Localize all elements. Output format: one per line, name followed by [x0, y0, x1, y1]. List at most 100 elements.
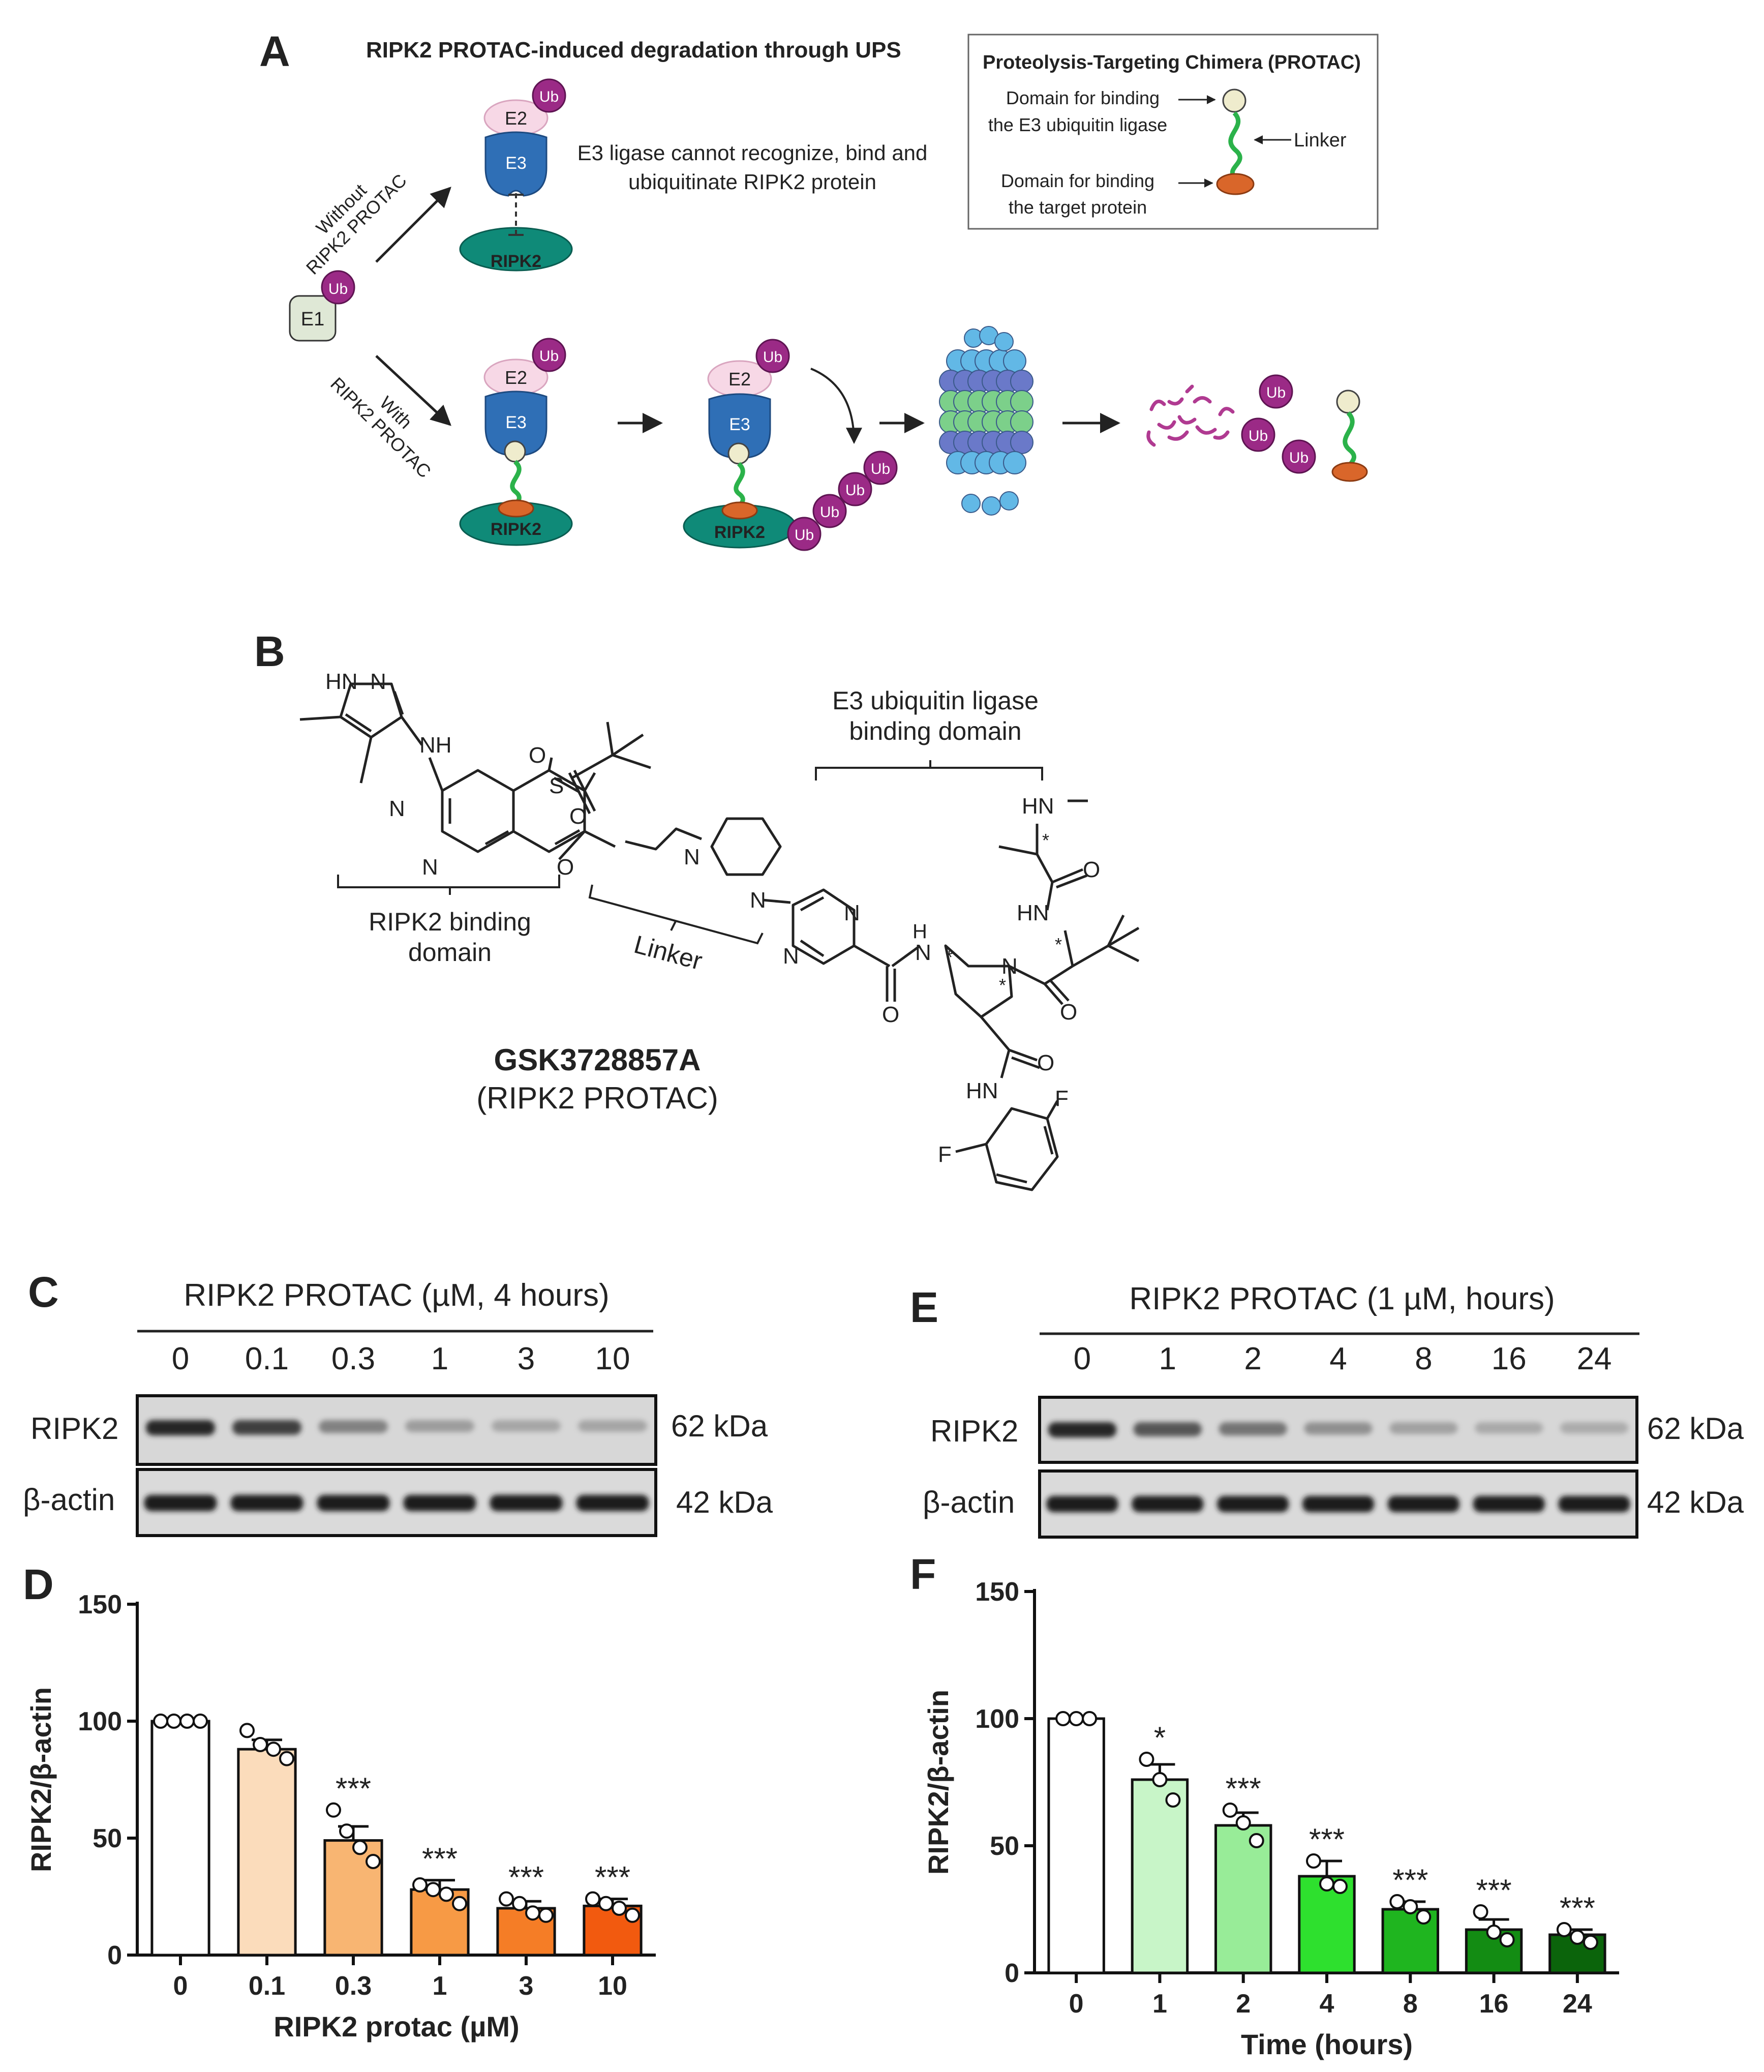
data-point — [1165, 1792, 1181, 1808]
blot-c-row-label: β-actin — [23, 1483, 115, 1517]
atom-label: S — [549, 773, 564, 798]
chemical-structure — [299, 682, 1140, 1191]
data-point — [1082, 1711, 1098, 1726]
atom-label: O — [882, 1002, 899, 1027]
lane-label: 0.1 — [245, 1341, 289, 1376]
data-point — [279, 1751, 294, 1766]
e3-blob — [708, 393, 771, 459]
ub-label: Ub — [871, 461, 890, 477]
lane-label: 10 — [595, 1341, 630, 1376]
data-point — [452, 1896, 467, 1911]
ub-label: Ub — [1289, 449, 1309, 466]
lane-label: 4 — [1329, 1341, 1347, 1376]
ub-circle — [321, 270, 355, 305]
blot-c-bands — [144, 1420, 649, 1511]
data-point — [1473, 1904, 1488, 1919]
x-tick-label: 0.1 — [249, 1971, 285, 2001]
ub-label: Ub — [539, 348, 559, 365]
significance-label: * — [1154, 1721, 1166, 1755]
atom-label: O — [529, 743, 546, 768]
bar — [237, 1748, 297, 1957]
x-tick-label: 1 — [433, 1971, 447, 2001]
y-axis-label: RIPK2/β-actin — [25, 1687, 57, 1872]
ub-circle — [532, 338, 566, 372]
ripk2-band — [1219, 1422, 1287, 1436]
y-tick-label: 0 — [107, 1941, 122, 1970]
target-ligand-icon — [1216, 173, 1255, 195]
linker-icon — [1228, 111, 1242, 181]
linker-bracket — [588, 884, 764, 945]
data-point — [585, 1891, 600, 1907]
ub-circle — [755, 339, 790, 373]
atom-label: N — [389, 796, 405, 821]
e3-blob — [484, 391, 548, 456]
data-point — [1235, 1815, 1251, 1830]
data-point — [266, 1741, 281, 1757]
e3-label: E3 — [505, 154, 527, 173]
data-point — [1416, 1909, 1432, 1925]
ub-circle — [1259, 374, 1293, 409]
data-point — [625, 1907, 640, 1923]
atom-label: HN — [966, 1078, 998, 1103]
actin-band — [1473, 1496, 1545, 1512]
atom-label: * — [999, 975, 1006, 996]
atom-label: F — [1055, 1086, 1069, 1111]
ripk2-band — [405, 1420, 474, 1432]
ub-label: Ub — [328, 281, 348, 297]
degraded-peptides — [1146, 384, 1235, 447]
lane-label: 16 — [1492, 1341, 1527, 1376]
y-tick-label: 50 — [93, 1824, 122, 1853]
significance-label: *** — [1309, 1822, 1345, 1856]
x-axis-label: Time (hours) — [1241, 2028, 1413, 2060]
cannot-text-1: E3 ligase cannot recognize, bind and — [577, 141, 928, 165]
blot-c-ripk2-membrane — [136, 1394, 657, 1466]
legend-e3-text-2: the E3 ubiquitin ligase — [988, 114, 1167, 135]
proteasome-subunit — [1010, 431, 1033, 454]
x-tick-label: 1 — [1152, 1989, 1167, 2019]
complex-ubiquitinated: RIPK2 E2 Ub E3 Ub Ub Ub Ub — [683, 339, 898, 551]
proteasome-cap — [999, 491, 1019, 511]
complex-without: RIPK2 E2 Ub E3 — [459, 78, 573, 272]
x-tick-label: 0 — [173, 1971, 188, 2001]
atom-label: O — [1083, 857, 1100, 882]
lane-label: 0 — [172, 1341, 189, 1376]
proteasome-subunit — [1003, 451, 1026, 474]
with-arrow — [375, 355, 451, 426]
e3-ligand-icon — [1336, 389, 1360, 414]
proteasome-subunit — [1010, 390, 1033, 413]
e1-label: E1 — [301, 309, 324, 330]
data-point — [1556, 1922, 1572, 1937]
ripk2-band — [1389, 1422, 1458, 1434]
atom-label: N — [844, 900, 860, 925]
lane-label: 3 — [518, 1341, 535, 1376]
proteasome-subunit — [1003, 349, 1026, 373]
panel-label-e: E — [910, 1283, 938, 1331]
atom-label: N — [915, 940, 931, 965]
transfer-arrow — [810, 368, 862, 444]
y-tick-label: 150 — [975, 1577, 1019, 1607]
ripk2-band — [578, 1420, 647, 1432]
data-point — [1569, 1930, 1585, 1945]
ub-circle — [1282, 439, 1316, 474]
data-point — [412, 1877, 428, 1893]
data-point — [499, 1891, 514, 1907]
ripk2-domain-bracket — [337, 875, 560, 895]
proteasome-cap — [961, 494, 981, 513]
lane-label: 8 — [1415, 1341, 1432, 1376]
x-tick-label: 8 — [1403, 1989, 1418, 2019]
blot-e-bands — [1046, 1422, 1630, 1512]
without-label-group: Without RIPK2 PROTAC — [302, 170, 411, 279]
atom-label: O — [569, 804, 587, 829]
ripk2-band — [1133, 1422, 1202, 1436]
data-point — [1389, 1894, 1405, 1909]
legend-linker-text: Linker — [1294, 130, 1347, 151]
target-ligand-icon — [1331, 462, 1368, 482]
target-ligand-icon — [498, 499, 534, 518]
data-point — [1306, 1853, 1321, 1869]
data-point — [1055, 1711, 1071, 1726]
lane-label: 24 — [1577, 1341, 1612, 1376]
